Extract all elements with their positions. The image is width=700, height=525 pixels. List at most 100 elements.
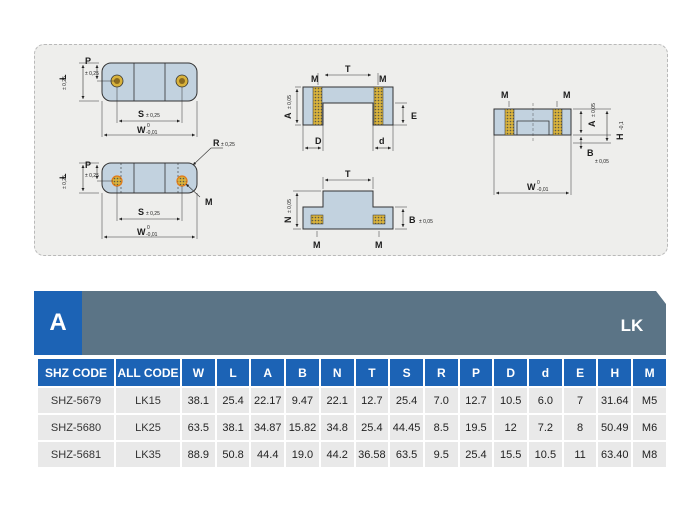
svg-text:-0,01: -0,01	[146, 130, 158, 136]
band-slate-bar	[82, 291, 666, 355]
svg-text:± 0,25: ± 0,25	[146, 211, 160, 217]
column-header: M	[633, 359, 666, 386]
svg-text:± 0,25: ± 0,25	[146, 113, 160, 119]
svg-text:0: 0	[147, 225, 150, 231]
dim-n-label: N	[283, 217, 293, 224]
table-cell: 22.1	[320, 388, 354, 413]
column-header: P	[459, 359, 493, 386]
table-cell: 50.49	[598, 415, 632, 440]
svg-text:± 0,05: ± 0,05	[595, 159, 609, 165]
svg-text:M: M	[563, 90, 571, 100]
table-cell: M8	[633, 442, 666, 467]
table-cell: 63.40	[598, 442, 632, 467]
table-cell: SHZ-5681	[38, 442, 114, 467]
svg-text:S: S	[138, 207, 144, 217]
svg-text:W: W	[527, 182, 536, 192]
column-header: N	[320, 359, 354, 386]
column-header: T	[355, 359, 389, 386]
table-cell: 7.0	[424, 388, 458, 413]
dim-h-label: H	[615, 134, 625, 141]
table-cell: M6	[633, 415, 666, 440]
svg-text:B: B	[587, 148, 594, 158]
dim-m-label: M	[205, 197, 213, 207]
table-cell: 50.8	[216, 442, 250, 467]
table-cell: M5	[633, 388, 666, 413]
svg-text:L: L	[58, 173, 68, 179]
column-header: E	[563, 359, 597, 386]
table-cell: 31.64	[598, 388, 632, 413]
band-letter-block	[34, 291, 82, 355]
table-cell: LK15	[116, 388, 180, 413]
svg-text:± 0,25: ± 0,25	[85, 71, 99, 77]
table-cell: 22.17	[251, 388, 285, 413]
table-cell: 8	[563, 415, 597, 440]
dim-s-label: S	[138, 109, 144, 119]
svg-text:0: 0	[147, 123, 150, 129]
table-cell: 7.2	[529, 415, 562, 440]
column-header: R	[424, 359, 458, 386]
table-cell: 25.4	[216, 388, 250, 413]
table-cell: 9.47	[286, 388, 319, 413]
table-cell: SHZ-5680	[38, 415, 114, 440]
table-cell: 11	[563, 442, 597, 467]
svg-text:-0,01: -0,01	[537, 187, 549, 193]
column-header: d	[529, 359, 562, 386]
column-header: L	[216, 359, 250, 386]
technical-drawings: L ± 0,25 P ± 0,25 S ± 0,25 W 0 -0,01	[58, 56, 625, 250]
svg-text:± 0,05: ± 0,05	[287, 199, 293, 213]
svg-text:M: M	[313, 240, 321, 250]
svg-text:± 0,05: ± 0,05	[287, 95, 293, 109]
table-cell: 88.9	[182, 442, 215, 467]
table-cell: 19.0	[286, 442, 319, 467]
side-view-lower: T N ± 0,05 B ± 0,05 M M	[283, 169, 433, 250]
svg-text:T: T	[345, 169, 351, 179]
column-header: SHZ CODE	[38, 359, 114, 386]
front-view: M M A ± 0,05 B ± 0,05 H -0,1 W 0 -0	[493, 90, 625, 195]
svg-text:± 0,25: ± 0,25	[62, 76, 68, 90]
column-header: H	[598, 359, 632, 386]
svg-text:-0,01: -0,01	[146, 232, 158, 238]
svg-text:± 0,05: ± 0,05	[419, 219, 433, 225]
table-cell: 15.82	[286, 415, 319, 440]
table-cell: 38.1	[216, 415, 250, 440]
top-view-upper: L ± 0,25 P ± 0,25 S ± 0,25 W 0 -0,01	[58, 56, 198, 137]
section-letter: A	[49, 309, 67, 336]
column-header: W	[182, 359, 215, 386]
dim-b-label: B	[409, 215, 416, 225]
table-cell: 44.2	[320, 442, 354, 467]
svg-text:M: M	[501, 90, 509, 100]
table-cell: 6.0	[529, 388, 562, 413]
dim-t-label: T	[345, 64, 351, 74]
table-cell: 63.5	[182, 415, 215, 440]
column-header: B	[286, 359, 319, 386]
dim-r-label: R	[213, 138, 220, 148]
table-cell: 25.4	[459, 442, 493, 467]
side-view-upper: M M T A ± 0,05 E D d	[283, 64, 417, 151]
table-cell: LK35	[116, 442, 180, 467]
table-cell: LK25	[116, 415, 180, 440]
table-cell: 63.5	[390, 442, 423, 467]
table-cell: 44.4	[251, 442, 285, 467]
section-band	[34, 291, 666, 355]
dim-a-label: A	[283, 112, 293, 119]
svg-text:M: M	[311, 74, 319, 84]
svg-text:± 0,25: ± 0,25	[221, 142, 235, 148]
svg-text:M: M	[379, 74, 387, 84]
table-cell: 38.1	[182, 388, 215, 413]
dim-l-label: L	[58, 74, 68, 80]
svg-text:P: P	[85, 160, 91, 170]
table-cell: 34.87	[251, 415, 285, 440]
table-cell: 25.4	[390, 388, 423, 413]
svg-text:A: A	[587, 120, 597, 127]
table-cell: 44.45	[390, 415, 423, 440]
dim-small-d-label: d	[379, 136, 385, 146]
svg-text:M: M	[375, 240, 383, 250]
table-cell: 12.7	[459, 388, 493, 413]
technical-drawing-panel: L ± 0,25 P ± 0,25 S ± 0,25 W 0 -0,01	[34, 44, 668, 256]
dim-e-label: E	[411, 111, 417, 121]
svg-text:± 0,25: ± 0,25	[85, 173, 99, 179]
